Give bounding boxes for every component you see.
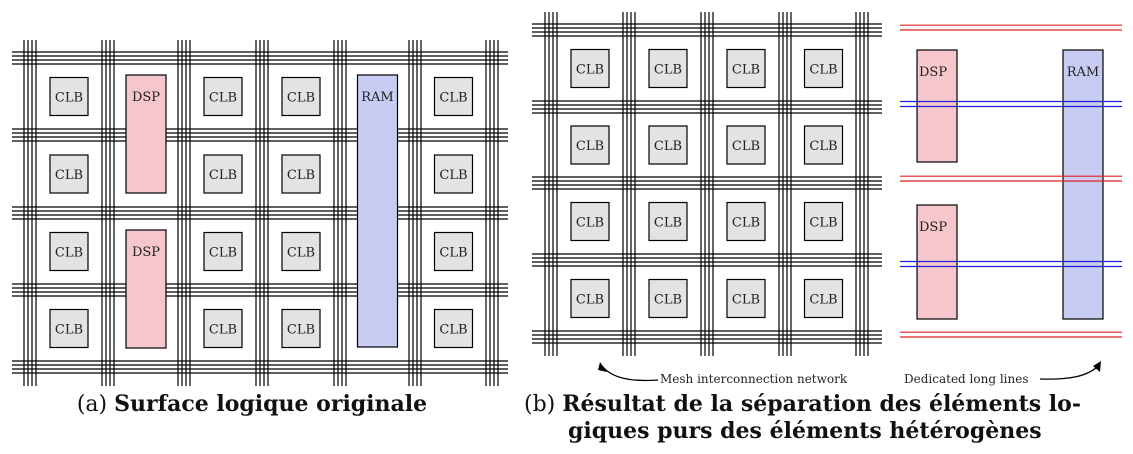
mesh-annotation-arrow: [601, 365, 659, 382]
clb-block: [203, 231, 243, 272]
clb-block: [570, 201, 610, 242]
clb-label: CLB: [209, 168, 237, 183]
clb-label: CLB: [576, 293, 604, 308]
clb-label: CLB: [576, 216, 604, 231]
caption-a: (a) Surface logique originale: [12, 391, 492, 418]
clb-block: [203, 308, 243, 349]
clb-label: CLB: [209, 246, 237, 261]
clb-label: CLB: [732, 63, 760, 78]
clb-label: CLB: [732, 293, 760, 308]
clb-label: CLB: [287, 168, 315, 183]
clb-block: [726, 278, 766, 319]
caption-b-tag: (b): [524, 392, 556, 417]
clb-block: [281, 308, 321, 349]
caption-a-tag: (a): [76, 392, 108, 417]
dsp-label: DSP: [132, 90, 160, 105]
clb-label: CLB: [287, 246, 315, 261]
clb-block: [49, 231, 89, 272]
dsp-block: [125, 229, 167, 349]
clb-block: [49, 308, 89, 349]
clb-label: CLB: [654, 63, 682, 78]
dsp-label: DSP: [919, 65, 947, 80]
ram-label: RAM: [1067, 65, 1100, 80]
clb-label: CLB: [439, 246, 467, 261]
clb-block: [803, 125, 844, 165]
clb-label: CLB: [209, 323, 237, 338]
clb-block: [726, 125, 766, 165]
clb-label: CLB: [439, 91, 467, 106]
panel-a-logic-surface: CLB CLB CLB CLB DSP DSP CLB CLB CLB CLB CLB CLB CLB C…: [12, 40, 508, 386]
clb-label: CLB: [55, 168, 83, 183]
panel-b-separated-elements: CLB CLB CLB CLB CLB CLB CLB CLB CLB CLB CLB CLB CLB C…: [532, 12, 1122, 356]
clb-block: [281, 154, 321, 194]
clb-block: [570, 125, 610, 165]
caption-b-title-line1: Résultat de la séparation des éléments l…: [562, 391, 1081, 417]
clb-label: CLB: [439, 323, 467, 338]
ram-block: [356, 74, 399, 348]
caption-b-title-line2: giques purs des éléments hétérogènes: [568, 418, 1042, 444]
clb-block: [648, 48, 688, 89]
clb-block: [433, 231, 474, 272]
dedicated-annotation-label: Dedicated long lines: [904, 372, 1029, 386]
clb-block: [203, 154, 243, 194]
dsp-label: DSP: [132, 245, 160, 260]
dsp-label: DSP: [919, 220, 947, 235]
clb-block: [803, 201, 844, 242]
clb-label: CLB: [809, 216, 837, 231]
clb-block: [803, 278, 844, 319]
clb-block: [726, 201, 766, 242]
clb-label: CLB: [576, 139, 604, 154]
clb-label: CLB: [55, 246, 83, 261]
clb-label: CLB: [654, 139, 682, 154]
clb-label: CLB: [809, 63, 837, 78]
clb-block: [726, 48, 766, 89]
clb-block: [433, 154, 474, 194]
clb-block: [570, 278, 610, 319]
clb-block: [648, 278, 688, 319]
clb-block: [433, 308, 474, 349]
clb-block: [803, 48, 844, 89]
clb-block: [648, 125, 688, 165]
clb-label: CLB: [654, 293, 682, 308]
clb-label: CLB: [732, 139, 760, 154]
clb-block: [570, 48, 610, 89]
ram-label: RAM: [361, 90, 394, 105]
clb-block: [281, 231, 321, 272]
clb-label: CLB: [576, 63, 604, 78]
clb-block: [281, 76, 321, 117]
clb-label: CLB: [809, 139, 837, 154]
dsp-block: [125, 74, 167, 194]
clb-label: CLB: [55, 323, 83, 338]
clb-label: CLB: [439, 168, 467, 183]
clb-label: CLB: [55, 91, 83, 106]
clb-label: CLB: [654, 216, 682, 231]
clb-block: [49, 154, 89, 194]
clb-label: CLB: [732, 216, 760, 231]
clb-block: [49, 76, 89, 117]
caption-b: (b) Résultat de la séparation des élémen…: [524, 391, 1129, 444]
mesh-annotation-label: Mesh interconnection network: [660, 372, 848, 386]
clb-label: CLB: [287, 323, 315, 338]
clb-block: [648, 201, 688, 242]
clb-block: [203, 76, 243, 117]
clb-label: CLB: [287, 91, 315, 106]
ram-block: [1062, 49, 1104, 320]
clb-label: CLB: [809, 293, 837, 308]
caption-a-title: Surface logique originale: [114, 391, 428, 417]
clb-label: CLB: [209, 91, 237, 106]
dedicated-annotation-arrowhead: [1093, 361, 1101, 372]
dedicated-annotation-arrow: [1039, 365, 1099, 380]
mesh-annotation-arrowhead: [598, 362, 607, 372]
annotations: Mesh interconnection network Dedicated l…: [598, 361, 1101, 386]
clb-block: [433, 76, 474, 117]
